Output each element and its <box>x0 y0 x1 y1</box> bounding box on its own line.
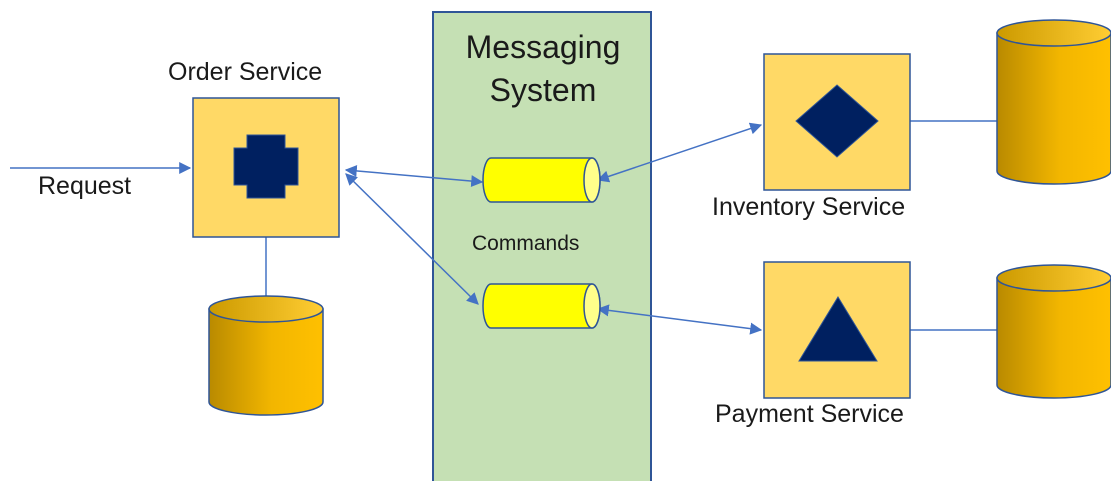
request-label: Request <box>38 172 132 200</box>
messaging-system-label: Messaging System <box>465 29 621 108</box>
command-channel-bottom <box>482 283 601 329</box>
payment-service-label: Payment Service <box>715 400 904 428</box>
order-database-icon <box>208 295 324 416</box>
commands-label: Commands <box>472 232 580 255</box>
order-service-label: Order Service <box>168 58 323 86</box>
inventory-database-icon <box>996 19 1111 185</box>
command-to-inventory-arrow <box>596 122 763 183</box>
command-channel-top <box>482 157 601 203</box>
inventory-service-label: Inventory Service <box>712 193 906 221</box>
payment-database-icon <box>996 264 1111 399</box>
order-to-command-bottom-arrow <box>345 173 479 305</box>
diamond-icon <box>795 84 879 158</box>
cross-icon <box>233 134 299 199</box>
command-to-payment-arrow <box>596 304 763 335</box>
triangle-icon <box>798 296 878 362</box>
inventory-service-box <box>763 53 911 191</box>
